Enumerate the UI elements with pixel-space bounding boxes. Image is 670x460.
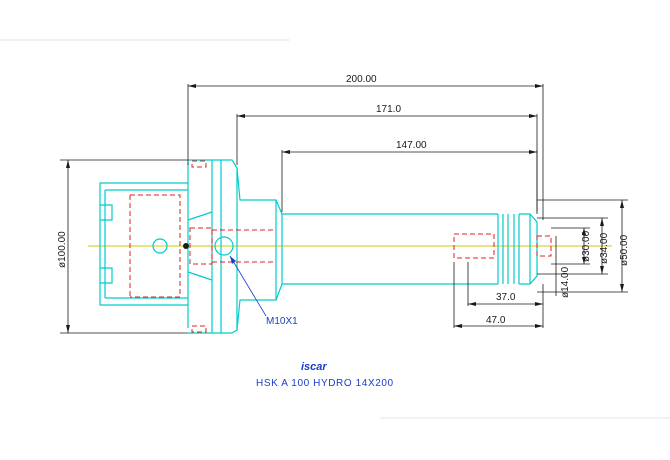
- dim-bore-diameter: ø14.00: [560, 266, 571, 298]
- dim-d34: ø34.00: [599, 232, 610, 264]
- iscar-logo: iscar: [301, 361, 327, 373]
- dimension-lines: [60, 84, 628, 334]
- hidden-lines: [129, 160, 552, 333]
- dim-clamp-depth-a: 37.0: [496, 292, 516, 303]
- dimension-arrows: [66, 84, 624, 333]
- dim-clamp-depth-b: 47.0: [486, 315, 506, 326]
- dim-flange-diameter: ø100.00: [57, 231, 68, 268]
- thread-leader: [229, 255, 267, 317]
- dim-length-from-flange: 171.0: [376, 104, 401, 115]
- dim-d50: ø50.00: [619, 234, 630, 266]
- dim-d30: ø30.00: [581, 230, 592, 262]
- dim-overall-length: 200.00: [346, 74, 377, 85]
- sheet-border: [0, 39, 670, 419]
- thread-leader-arrow: [230, 256, 236, 264]
- drawing-title: HSK A 100 HYDRO 14X200: [256, 378, 394, 389]
- thread-callout: M10X1: [266, 316, 298, 327]
- tool-outline: [99, 159, 538, 334]
- datum-point: [183, 243, 189, 249]
- dim-shank-length: 147.00: [396, 140, 427, 151]
